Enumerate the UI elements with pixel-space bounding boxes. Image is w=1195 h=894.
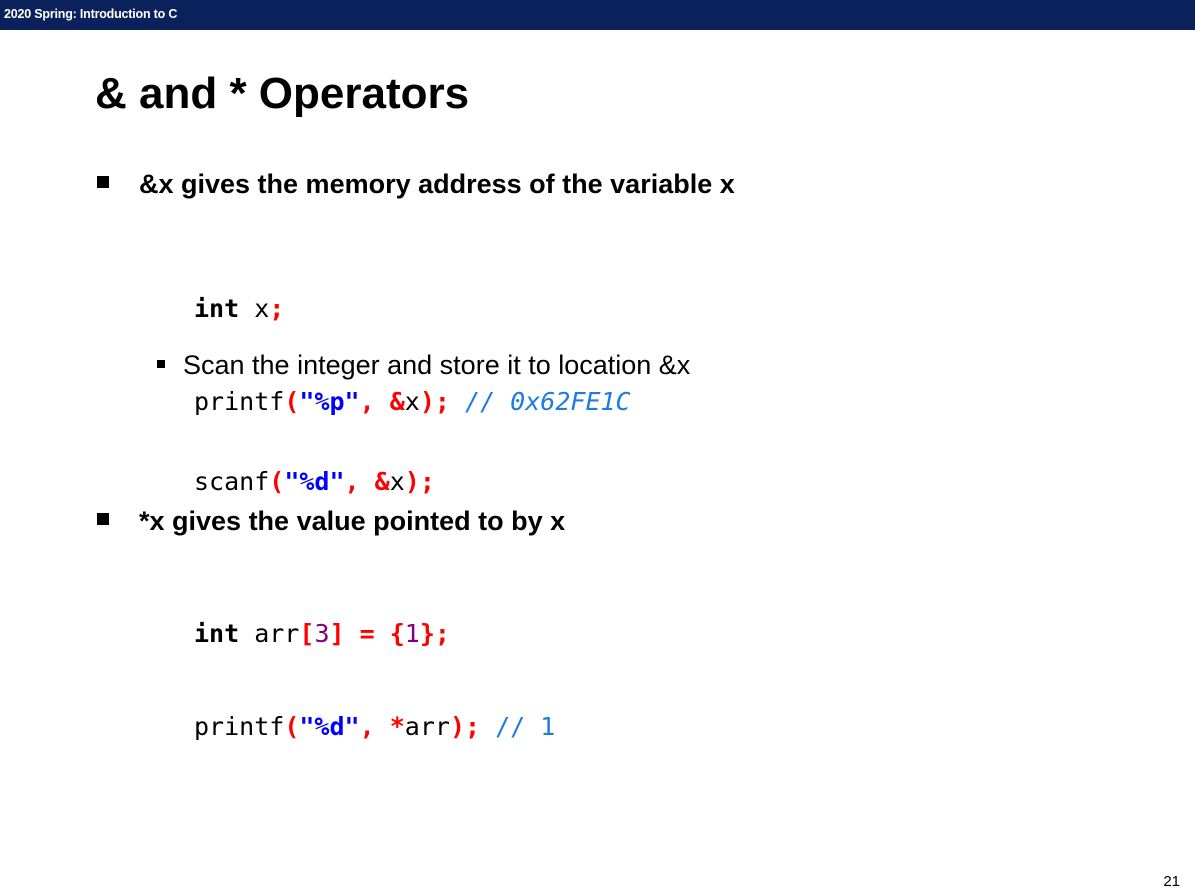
code-function: scanf [194,467,270,496]
code-line: printf("%d", *arr); // 1 [194,711,555,742]
code-operator: & [389,387,405,416]
code-operator: * [389,712,405,741]
code-block-deref: int arr[3] = {1}; printf("%d", *arr); //… [194,556,555,773]
code-punctuation: , [359,712,375,741]
code-identifier: x [239,294,270,323]
header-bar: 2020 Spring: Introduction to C [0,0,1195,30]
code-punctuation: ] [329,619,345,648]
code-line: int arr[3] = {1}; [194,618,555,649]
code-identifier: arr [404,712,450,741]
code-comment: // 1 [495,712,556,741]
code-punctuation: { [389,619,405,648]
code-block-scanf: scanf("%d", &x); [194,404,435,528]
code-punctuation: ( [284,387,300,416]
code-punctuation: ( [269,467,285,496]
code-string: "%d" [284,467,345,496]
code-punctuation: }; [419,619,450,648]
code-line: printf("%p", &x); // 0x62FE1C [194,386,631,417]
code-block-address: int x; printf("%p", &x); // 0x62FE1C [194,231,631,448]
code-punctuation: [ [299,619,315,648]
page-number: 21 [1163,873,1180,890]
code-string: " [344,387,360,416]
sub-bullet-scan: Scan the integer and store it to locatio… [183,350,691,380]
code-operator: = [344,619,390,648]
code-punctuation: ; [269,294,285,323]
course-title: 2020 Spring: Introduction to C [4,7,178,21]
code-punctuation: ( [284,712,300,741]
code-identifier: x [404,387,420,416]
code-identifier: arr [239,619,300,648]
code-keyword: int [194,294,240,323]
bullet-marker [97,176,109,188]
code-punctuation: , [344,467,360,496]
code-identifier: x [389,467,405,496]
code-string: " [299,387,315,416]
code-comment: // 0x62FE1C [465,387,631,416]
code-function: printf [194,712,285,741]
bullet-dereference: *x gives the value pointed to by x [139,506,566,536]
code-line: int x; [194,293,631,324]
code-operator: & [374,467,390,496]
code-line: scanf("%d", &x); [194,466,435,497]
code-number: 1 [404,619,420,648]
code-keyword: int [194,619,240,648]
code-number: 3 [314,619,330,648]
code-string: "%d" [299,712,360,741]
code-punctuation: , [359,387,375,416]
code-punctuation: ); [404,467,435,496]
code-function: printf [194,387,285,416]
code-punctuation: ); [419,387,450,416]
sub-bullet-marker [157,360,165,368]
bullet-marker [97,513,109,525]
code-string: %p [314,387,345,416]
bullet-address-of: &x gives the memory address of the varia… [139,169,735,199]
slide-title: & and * Operators [95,69,470,118]
code-punctuation: ); [449,712,481,741]
